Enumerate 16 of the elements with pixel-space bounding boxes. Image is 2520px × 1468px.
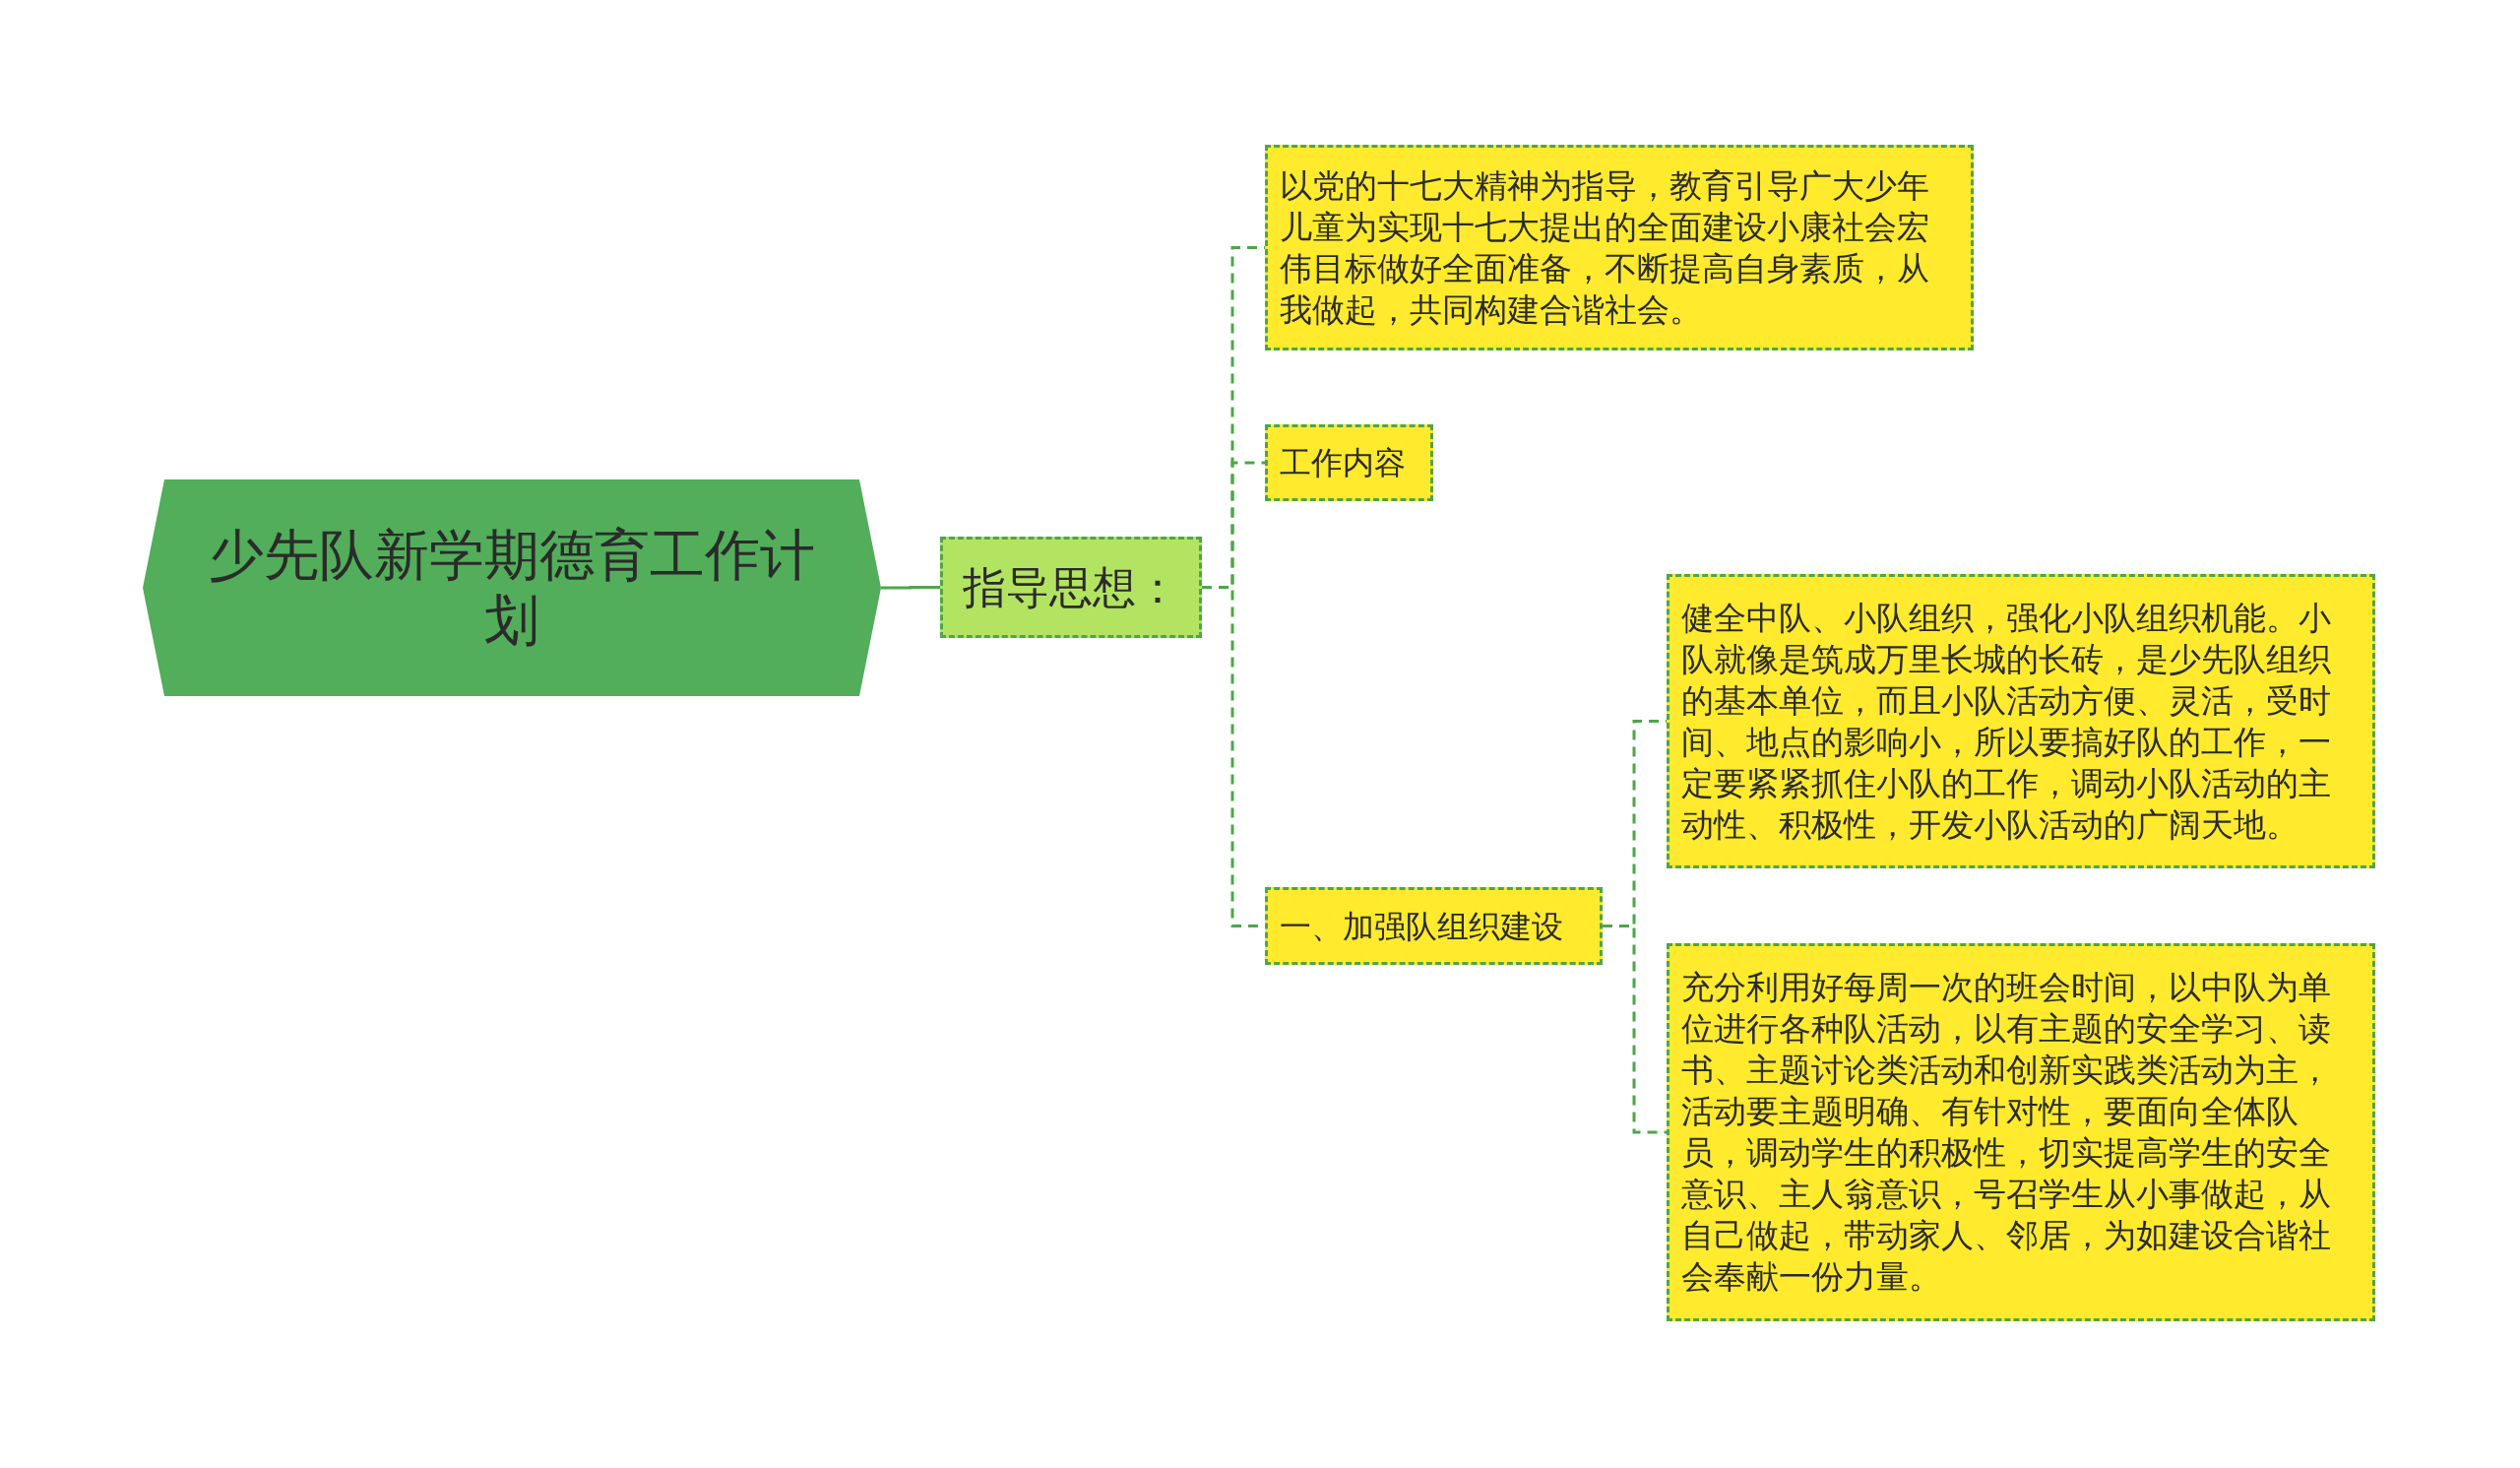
- connector-line: [881, 586, 940, 590]
- node-text: 充分利用好每周一次的班会时间，以中队为单位进行各种队活动，以有主题的安全学习、读书、主题讨论类活动和创新实践类活动为主，活动要主题明确、有针对性，要面向全体队员，调动学生的积极性，切实提高学生的安全意识、主人翁意识，号召学生从小事做起，从自己做起，带动家人、邻居，为如建设合谐社会奉献一份力量。: [1681, 967, 2332, 1298]
- note-box: [1667, 574, 2375, 868]
- topic-title: 少先队新学期德育工作计划: [208, 523, 816, 653]
- topic-hexagon: [143, 479, 881, 696]
- node-text: 工作内容: [1280, 443, 1407, 483]
- node-text: 以党的十七大精神为指导，教育引导广大少年儿童为实现十七大提出的全面建设小康社会宏伟目标做好全面准备，不断提高自身素质，从我做起，共同构建合谐社会。: [1280, 164, 1930, 331]
- node-text: 一、加强队组织建设: [1280, 906, 1564, 947]
- note-box: [1265, 887, 1603, 965]
- node-text: 健全中队、小队组织，强化小队组织机能。小队就像是筑成万里长城的长砖，是少先队组织的基本单位，而且小队活动方便、灵活，受时间、地点的影响小，所以要搞好队的工作，一定要紧紧抓住小队的工作，调动小队活动的主动性、积极性，开发小队活动的广阔天地。: [1681, 597, 2332, 846]
- subtopic-box: [940, 537, 1202, 638]
- note-box: [1265, 145, 1974, 351]
- connector-line: [1603, 925, 1667, 1134]
- node-text: 指导思想：: [963, 561, 1179, 613]
- note-box: [1667, 943, 2375, 1321]
- note-box: [1265, 424, 1433, 501]
